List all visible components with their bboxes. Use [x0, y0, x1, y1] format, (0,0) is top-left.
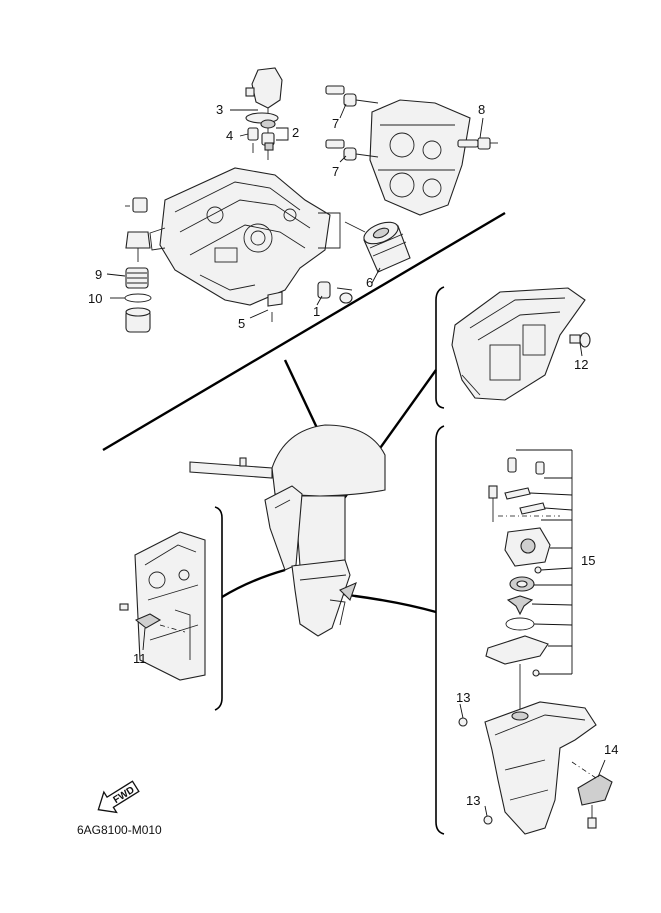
fwd-arrow: FWD — [97, 780, 140, 814]
callout-7-lower: 7 — [332, 164, 339, 179]
crankcase-assembly — [149, 167, 331, 306]
oil-filter — [318, 212, 411, 273]
water-pump-assembly — [485, 457, 560, 715]
callout-4: 4 — [226, 128, 233, 143]
callout-labels: 1 2 3 4 5 6 7 7 8 9 10 11 12 13 13 14 15 — [88, 102, 618, 808]
callout-6: 6 — [366, 275, 373, 290]
callout-14: 14 — [604, 742, 618, 757]
leader-lines — [106, 103, 606, 817]
engine-section-divider — [102, 211, 506, 452]
callout-5: 5 — [238, 316, 245, 331]
upper-casing-bracket — [435, 286, 445, 409]
clamp-bracket — [119, 531, 206, 681]
small-parts-1-5 — [267, 281, 353, 322]
callout-2: 2 — [292, 125, 299, 140]
lower-unit-leader — [329, 590, 437, 614]
fuel-pump-parts — [124, 197, 152, 333]
callout-8: 8 — [478, 102, 485, 117]
lower-unit-bracket — [435, 425, 445, 835]
upper-casing — [451, 287, 591, 401]
callout-10: 10 — [88, 291, 102, 306]
bracket-section-bracket — [214, 506, 223, 711]
callout-3: 3 — [216, 102, 223, 117]
callout-9: 9 — [95, 267, 102, 282]
fwd-arrow-icon — [97, 780, 140, 814]
callout-12: 12 — [574, 357, 588, 372]
thermostat-cover — [245, 67, 283, 160]
callout-13-upper: 13 — [456, 690, 470, 705]
callout-11: 11 — [133, 651, 147, 666]
callout-13-lower: 13 — [466, 793, 480, 808]
callout-1: 1 — [313, 304, 320, 319]
callout-7-upper: 7 — [332, 116, 339, 131]
outboard-motor — [189, 424, 386, 637]
bracket-section-leader — [221, 568, 286, 599]
cylinder-head — [325, 85, 498, 216]
callout-15: 15 — [581, 553, 595, 568]
lower-unit-gearcase — [458, 701, 613, 835]
drawing-code: 6AG8100-M010 — [77, 823, 162, 837]
